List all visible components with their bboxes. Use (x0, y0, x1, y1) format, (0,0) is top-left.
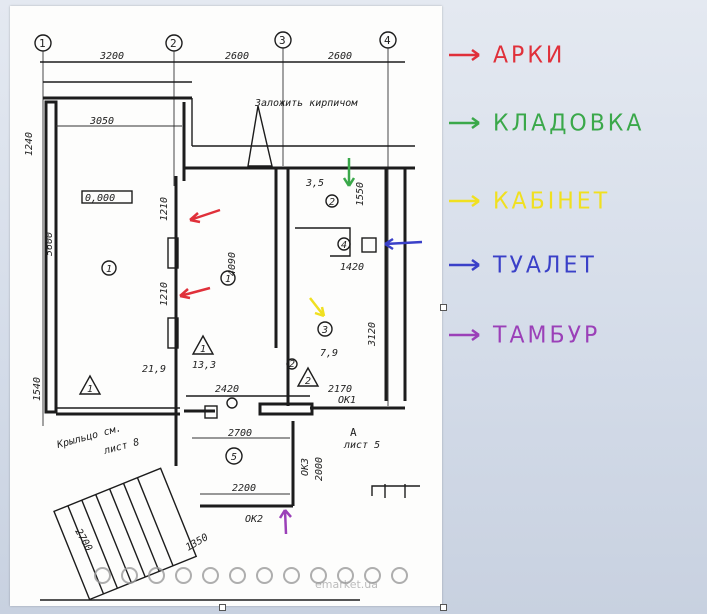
legend-item-arches: АРКИ (447, 40, 565, 70)
room-number: 2 (329, 197, 335, 208)
watermark: emarket.ua (315, 578, 378, 591)
carousel-dot[interactable] (148, 567, 165, 584)
dim-label: 3200 (99, 51, 124, 62)
room-number: 1 (106, 264, 112, 275)
room-area: 3,5 (305, 178, 324, 189)
stairs (53, 467, 198, 601)
arrow-right-icon (449, 194, 480, 208)
vestibule-arrow-icon (278, 509, 292, 535)
carousel-dot[interactable] (256, 567, 273, 584)
floor-plan-sheet: 1 2 3 4 3200 2600 2600 Заложить кирпичом… (10, 6, 442, 606)
legend-label: ТУАЛЕТ (493, 251, 597, 279)
dim-label: 2600 (328, 51, 352, 62)
dim-label: 1550 (355, 182, 366, 206)
room-number: 3 (321, 325, 328, 336)
mark-label: 1 (87, 384, 93, 395)
legend-label: АРКИ (493, 41, 566, 69)
room-area: 21,9 (142, 364, 166, 375)
room-area: 7,9 (320, 348, 338, 359)
storage-arrow-icon (342, 158, 356, 187)
carousel-dots (94, 567, 408, 584)
legend-item-vestibule: ТАМБУР (447, 320, 600, 350)
mark-label: 2 (305, 376, 311, 387)
room-number: 5 (231, 452, 237, 463)
carousel-dot[interactable] (310, 567, 327, 584)
axis-label: 3 (279, 34, 286, 47)
resize-handle-right[interactable] (440, 304, 447, 311)
carousel-dot[interactable] (94, 567, 111, 584)
room-number: 1 (225, 274, 231, 285)
window-mark: ОК3 (300, 458, 311, 476)
resize-handle-bottom[interactable] (219, 604, 226, 611)
arrow-right-icon (449, 116, 480, 130)
legend-label: КЛАДОВКА (493, 109, 645, 137)
left-wall (44, 100, 58, 414)
dim-label: 2000 (314, 457, 325, 481)
axis-label: 4 (384, 34, 391, 47)
arrow-right-icon (449, 258, 480, 272)
mark-label: 1 (200, 344, 206, 355)
floor-plan-drawing: 1 2 3 4 3200 2600 2600 Заложить кирпичом… (24, 31, 423, 601)
carousel-dot[interactable] (121, 567, 138, 584)
dim-label: 1210 (159, 197, 170, 221)
mark-label: 2 (289, 359, 295, 370)
legend-label: ТАМБУР (493, 321, 601, 349)
dim-label: 1240 (24, 132, 35, 156)
arrow-right-icon (449, 328, 480, 342)
axis-label: 2 (170, 37, 177, 50)
carousel-dot[interactable] (175, 567, 192, 584)
dim-label: 3120 (367, 322, 378, 347)
dim-label: 2420 (215, 384, 239, 395)
resize-handle-corner[interactable] (440, 604, 447, 611)
legend-item-study: КАБІНЕТ (447, 186, 610, 216)
carousel-dot[interactable] (229, 567, 246, 584)
window-mark: ОК2 (245, 514, 263, 525)
dim-label: 2700 (228, 428, 252, 439)
section-mark: A (350, 426, 357, 439)
section-sheet: лист 5 (343, 440, 380, 451)
dim-label: 5600 (44, 232, 55, 256)
note-brick: Заложить кирпичом (254, 98, 358, 109)
carousel-dot[interactable] (202, 567, 219, 584)
carousel-dot[interactable] (337, 567, 354, 584)
arch-arrow-icon (189, 208, 221, 224)
legend-item-storage: КЛАДОВКА (447, 108, 644, 138)
carousel-dot[interactable] (391, 567, 408, 584)
dim-label: 2700 (72, 527, 94, 553)
note-porch-sheet: лист 8 (102, 437, 141, 457)
legend-label: КАБІНЕТ (493, 187, 611, 215)
dim-label: 1540 (32, 377, 43, 401)
arrow-right-icon (449, 48, 480, 62)
carousel-dot[interactable] (283, 567, 300, 584)
level-mark: 0,000 (85, 193, 115, 204)
dim-label: 2170 (328, 384, 352, 395)
dim-label: 3050 (89, 116, 114, 127)
annotation-arrows (179, 158, 423, 535)
axis-markers: 1 2 3 4 (34, 31, 397, 426)
arch-arrow-icon (179, 286, 211, 300)
dim-label: 4090 (227, 252, 238, 276)
window-mark: ОК1 (338, 395, 356, 406)
axis-label: 1 (39, 37, 46, 50)
dim-label: 1210 (159, 282, 170, 306)
study-arrow-icon (309, 297, 326, 318)
dim-label: 1420 (340, 262, 364, 273)
room-area: 13,3 (192, 360, 216, 371)
dim-label: 2600 (225, 51, 249, 62)
carousel-dot[interactable] (364, 567, 381, 584)
toilet-arrow-icon (384, 237, 423, 251)
legend-item-toilet: ТУАЛЕТ (447, 250, 597, 280)
room-number: 4 (341, 240, 347, 251)
dim-label: 2200 (232, 483, 256, 494)
